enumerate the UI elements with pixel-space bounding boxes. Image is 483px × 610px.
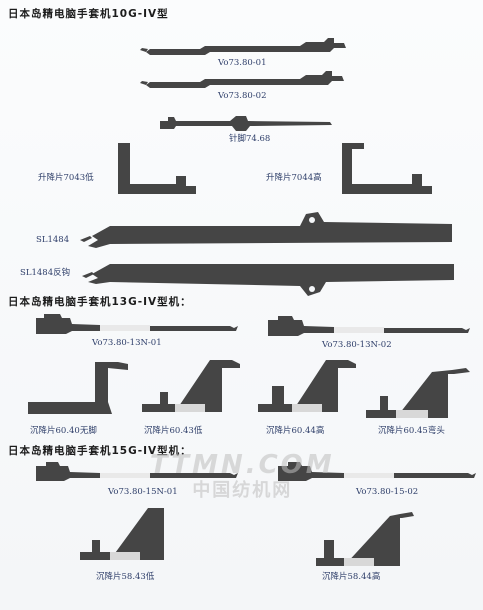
caption-vo73-80-02: Vo73.80-02 xyxy=(218,91,267,101)
section-title-13g: 日本岛精电脑手套机13G-IV型机： xyxy=(8,296,192,308)
caption-zhenjiao-74-68: 针脚74.68 xyxy=(229,134,271,144)
caption-chen-60-45: 沉降片60.45弯头 xyxy=(378,426,445,436)
caption-jiangpian-7044: 升降片7044高 xyxy=(266,173,322,183)
caption-chen-58-43: 沉降片58.43低 xyxy=(96,572,155,582)
jiangpian-7044-image xyxy=(342,143,432,194)
needle-vo73-80-01-image xyxy=(140,38,346,55)
caption-chen-58-44: 沉降片58.44高 xyxy=(322,572,381,582)
caption-vo73-80-15-02: Vo73.80-15-02 xyxy=(356,487,419,497)
caption-vo73-80-13n-01: Vo73.80-13N-01 xyxy=(92,338,162,348)
needle-13n-01-image xyxy=(36,314,238,334)
caption-chen-60-44: 沉降片60.44高 xyxy=(266,426,325,436)
caption-sl1484: SL1484 xyxy=(36,235,70,245)
needle-15-02-image xyxy=(278,462,476,481)
section-title-10g: 日本岛精电脑手套机10G-IV型 xyxy=(8,8,169,20)
chen-58-43-image xyxy=(80,508,164,560)
caption-sl1484-fangou: SL1484反钩 xyxy=(20,268,71,278)
jiangpian-7043-image xyxy=(118,143,196,194)
caption-chen-60-43: 沉降片60.43低 xyxy=(144,426,203,436)
caption-vo73-80-01: Vo73.80-01 xyxy=(218,58,267,68)
chen-58-44-image xyxy=(316,512,414,566)
watermark-site-name: 中国纺机网 xyxy=(192,480,293,501)
caption-vo73-80-13n-02: Vo73.80-13N-02 xyxy=(322,340,392,350)
caption-chen-60-40: 沉降片60.40无脚 xyxy=(30,426,97,436)
sl1484-image xyxy=(80,212,452,248)
needle-15n-01-image xyxy=(36,462,238,481)
caption-vo73-80-15n-01: Vo73.80-15N-01 xyxy=(108,487,178,497)
chen-60-44-image xyxy=(258,360,356,412)
chen-60-40-image xyxy=(28,362,128,414)
needle-13n-02-image xyxy=(268,316,470,336)
caption-jiangpian-7043: 升降片7043低 xyxy=(38,173,94,183)
watermark: TTMN.COM 中国纺机网 xyxy=(150,450,335,502)
sl1484-fangou-image xyxy=(82,264,454,296)
section-title-15g: 日本岛精电脑手套机15G-IV型机： xyxy=(8,445,192,457)
needle-vo73-80-02-image xyxy=(140,71,344,88)
watermark-url: TTMN.COM xyxy=(150,450,335,480)
zhenjiao-74-68-image xyxy=(160,116,332,131)
chen-60-45-image xyxy=(366,368,470,418)
chen-60-43-image xyxy=(142,360,240,412)
